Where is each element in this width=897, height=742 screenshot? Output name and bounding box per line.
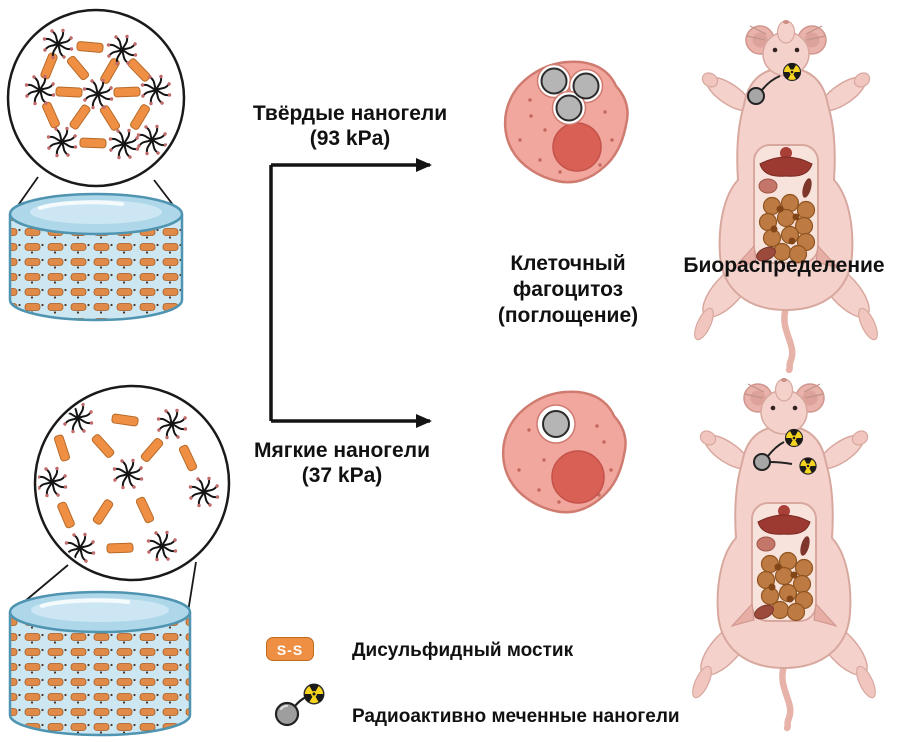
legend-radiolabeled-nanogel-icon — [274, 684, 325, 727]
radioactive-trefoil-icon — [303, 684, 325, 704]
soft-nanogel-stiffness: (37 kPa) — [301, 464, 383, 487]
legend-disulfide-text: Дисульфидный мостик — [352, 640, 574, 661]
magnified-network-soft — [33, 384, 231, 582]
ss-chip-text: S-S — [276, 642, 304, 658]
radioactive-trefoil-icon — [785, 430, 804, 447]
phagocytosis-line-3: (поглощение) — [497, 304, 639, 327]
nanogel-sphere-icon — [747, 87, 765, 105]
petri-dish-soft — [8, 590, 192, 737]
branch-arrows — [269, 158, 432, 428]
legend-radiolabeled-label: Радиоактивно меченные наногели — [352, 705, 680, 728]
soft-nanogel-name: Мягкие наногели — [254, 439, 430, 462]
nanogel-sphere-icon — [753, 453, 771, 471]
radiolabel-marker-soft — [753, 430, 817, 475]
nanogel-sphere-icon — [536, 63, 604, 126]
soft-nanogel-label: Мягкие наногели (37 kPa) — [239, 438, 445, 488]
hard-nanogel-label: Твёрдые наногели (93 kPa) — [247, 101, 453, 151]
cell-nucleus — [551, 450, 605, 504]
magnified-network-hard — [6, 8, 186, 188]
mouse-soft — [689, 378, 879, 728]
legend-disulfide-label: Дисульфидный мостик — [352, 639, 573, 662]
nanogel-sphere-icon — [536, 404, 576, 444]
cell-hard-uptake — [503, 60, 629, 184]
radioactive-trefoil-icon — [799, 458, 817, 474]
biodistribution-text: Биораспределение — [683, 254, 885, 277]
cell-nucleus — [552, 122, 602, 172]
phagocytosis-label: Клеточный фагоцитоз (поглощение) — [483, 251, 653, 329]
hard-nanogel-stiffness: (93 kPa) — [309, 127, 391, 150]
radioactive-trefoil-icon — [783, 64, 802, 81]
radiolabel-marker-hard — [747, 64, 802, 105]
hard-nanogel-name: Твёрдые наногели — [252, 102, 448, 125]
phagocytosis-line-1: Клеточный — [510, 252, 626, 275]
petri-dish-hard — [8, 192, 184, 322]
legend-radiolabeled-text: Радиоактивно меченные наногели — [352, 706, 680, 727]
phagocytosis-line-2: фагоцитоз — [512, 278, 624, 301]
disulfide-ss-chip: S-S — [266, 637, 314, 661]
cell-soft-uptake — [501, 390, 627, 514]
biodistribution-label: Биораспределение — [670, 253, 897, 279]
